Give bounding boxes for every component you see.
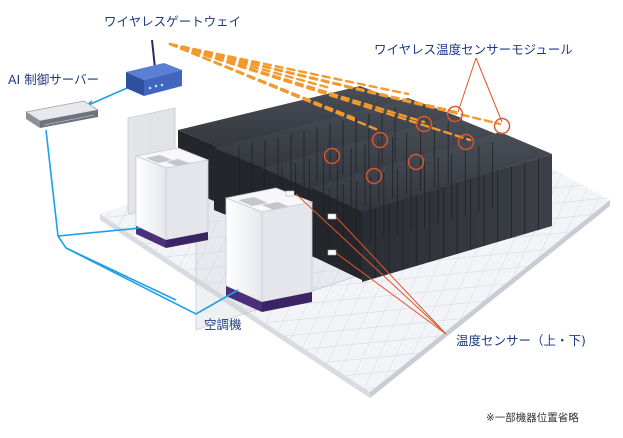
ac-unit-label: 空調機 bbox=[204, 317, 242, 332]
wireless-beam bbox=[168, 42, 380, 132]
network-links bbox=[45, 84, 239, 315]
wireless-signal-beams bbox=[168, 42, 502, 142]
temp-sensor-label: 温度センサー（上・下) bbox=[456, 333, 586, 348]
ai-server-label: AI 制御サーバー bbox=[8, 72, 100, 87]
sensor-module-icon bbox=[493, 117, 511, 135]
wireless-beam bbox=[168, 42, 472, 142]
wireless-sensor-modules bbox=[323, 105, 511, 185]
wireless-beam bbox=[168, 42, 502, 126]
wireless-gateway-icon bbox=[126, 39, 182, 96]
sensor-module-icon bbox=[371, 131, 389, 149]
air-conditioner-icon bbox=[224, 187, 314, 312]
sensor-module-icon bbox=[457, 133, 475, 151]
air-conditioner-icon bbox=[134, 147, 210, 248]
wireless-beam bbox=[168, 42, 426, 124]
sensor-module-icon bbox=[365, 167, 383, 185]
rack-divider-lines bbox=[238, 107, 539, 278]
sensor-module-label: ワイヤレス温度センサーモジュール bbox=[374, 42, 573, 57]
sensor-module-icon bbox=[415, 115, 433, 133]
sensor-module-icon bbox=[323, 147, 341, 165]
sensor-module-callout bbox=[457, 57, 503, 123]
sensor-module-icon bbox=[407, 153, 425, 171]
ai-server-icon bbox=[24, 100, 100, 128]
sensor-module-icon bbox=[446, 105, 464, 123]
footnote: ※一部機器位置省略 bbox=[486, 412, 579, 424]
temp-sensor-callout bbox=[295, 193, 447, 335]
gateway-label: ワイヤレスゲートウェイ bbox=[104, 14, 242, 29]
temperature-sensor-icon bbox=[285, 190, 337, 256]
